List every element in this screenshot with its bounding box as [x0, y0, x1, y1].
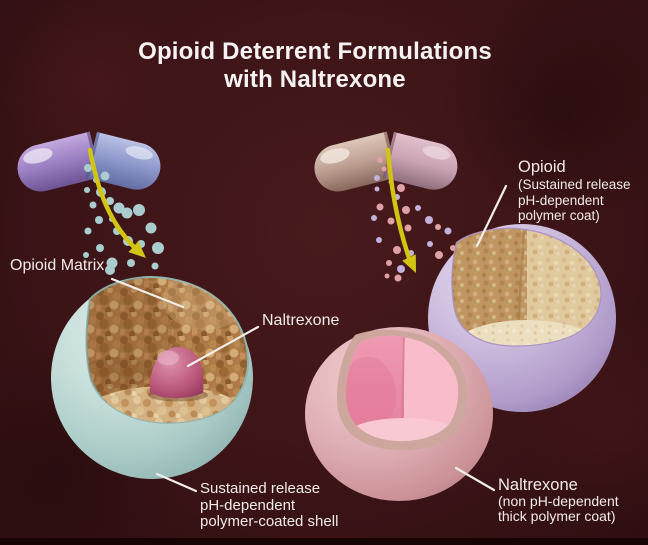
arrow-left: [87, 147, 146, 258]
label-opioid-sphere-line2: pH-dependent: [518, 192, 604, 208]
pointer-lines: [110, 184, 508, 493]
label-shell-line1: Sustained release: [200, 480, 321, 497]
page-title: Opioid Deterrent Formulations with Naltr…: [0, 38, 630, 94]
pointer-shell: [155, 472, 198, 493]
pointer-naltrexone-sphere: [454, 466, 496, 492]
label-shell-line3: polymer-coated shell: [200, 513, 339, 530]
sphere-opioid-matrix: [51, 275, 253, 479]
pointer-naltrexone-core: [186, 325, 260, 368]
label-opioid-sphere-line3: polymer coat): [518, 208, 600, 223]
label-naltrexone-sphere-heading: Naltrexone: [498, 476, 578, 494]
arrow-right: [385, 147, 416, 273]
label-naltrexone-sphere-line1: (non pH-dependent: [498, 493, 619, 509]
sphere-naltrexone-coated: [305, 327, 493, 501]
label-opioid-sphere: Opioid (Sustained release pH-dependent p…: [518, 158, 631, 224]
label-opioid-sphere-line1: (Sustained release: [518, 177, 631, 192]
label-naltrexone-sphere: Naltrexone (non pH-dependent thick polym…: [498, 477, 619, 523]
label-opioid-matrix: Opioid Matrix: [10, 257, 105, 274]
bottom-border: [0, 538, 648, 545]
title-line-1: Opioid Deterrent Formulations: [138, 38, 492, 65]
label-shell-line2: pH-dependent: [200, 496, 296, 514]
title-line-2: with Naltrexone: [224, 66, 406, 93]
capsule-opioid-matrix: [17, 131, 161, 192]
capsule-naltrexone: [314, 131, 458, 192]
label-shell: Sustained release pH-dependent polymer-c…: [200, 480, 339, 531]
pointer-opioid-sphere: [475, 184, 508, 248]
label-naltrexone-sphere-line2: thick polymer coat): [498, 507, 616, 524]
pointer-opioid-matrix: [110, 277, 185, 309]
label-opioid-sphere-heading: Opioid: [518, 158, 566, 176]
label-naltrexone-core: Naltrexone: [262, 312, 340, 329]
particles-pink-lavender: [371, 157, 456, 282]
